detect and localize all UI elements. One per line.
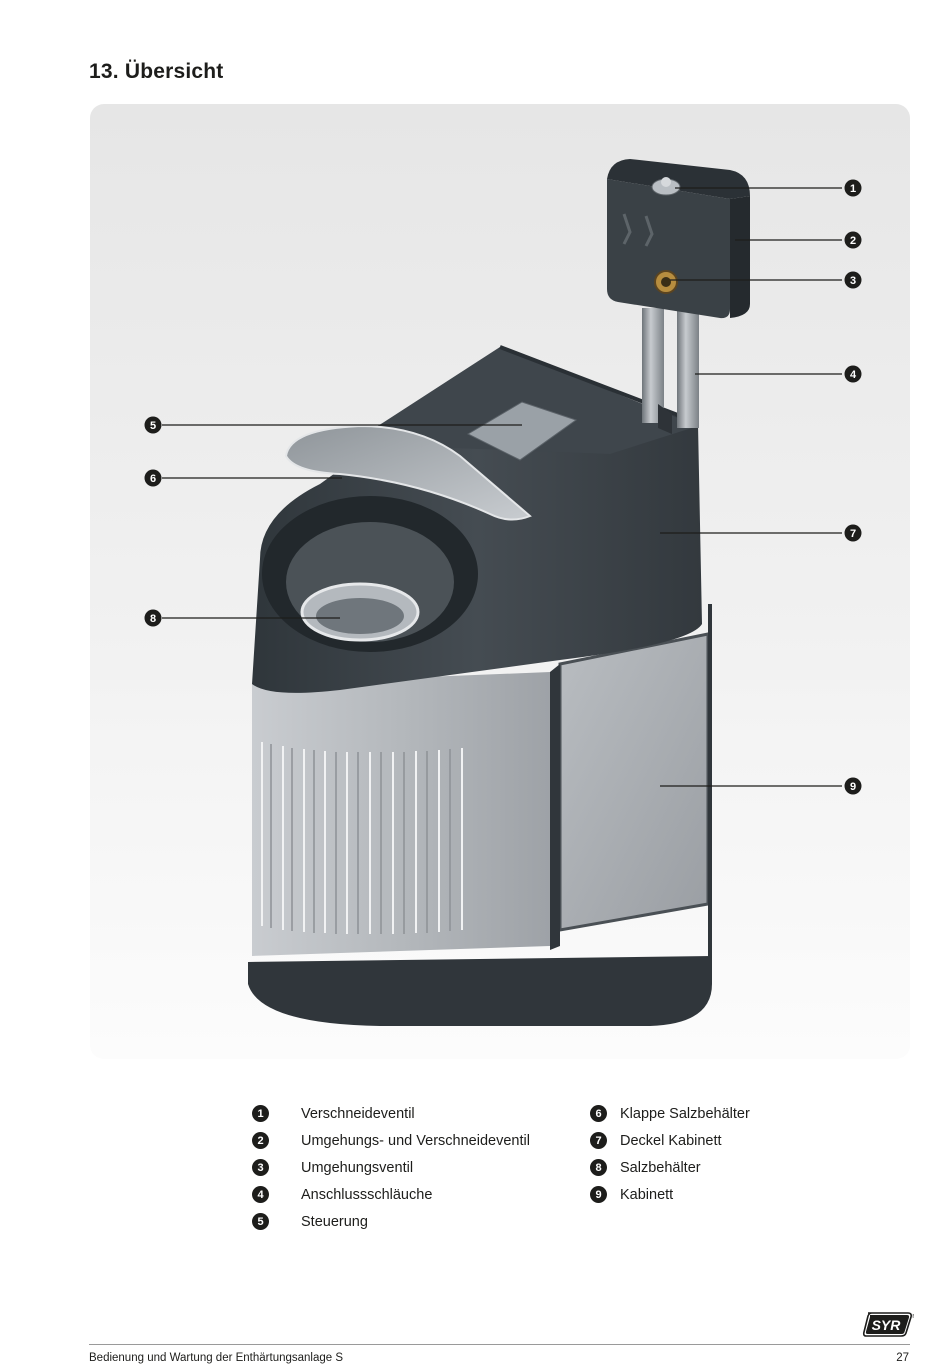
valve-box-side bbox=[730, 196, 750, 318]
control-panel bbox=[466, 401, 578, 461]
svg-text:5: 5 bbox=[150, 420, 156, 432]
legend-number-badge: 7 bbox=[590, 1132, 607, 1149]
callout-badge-9: 9 bbox=[844, 777, 862, 795]
valve-box-top bbox=[607, 159, 750, 199]
svg-text:8: 8 bbox=[150, 613, 156, 625]
legend-label: Deckel Kabinett bbox=[620, 1132, 722, 1149]
connection-hose-right bbox=[677, 308, 699, 428]
legend-number-badge: 9 bbox=[590, 1186, 607, 1203]
legend-number-badge: 1 bbox=[252, 1105, 269, 1122]
callout-badge-2: 2 bbox=[844, 231, 862, 249]
svg-text:7: 7 bbox=[850, 528, 856, 540]
legend-label: Verschneideventil bbox=[301, 1105, 415, 1122]
legend-item-7: 7 Deckel Kabinett bbox=[590, 1127, 750, 1154]
legend-number-badge: 2 bbox=[252, 1132, 269, 1149]
cabinet-side-panel bbox=[558, 632, 710, 932]
cabinet-front-ribbed bbox=[252, 672, 550, 956]
legend-label: Salzbehälter bbox=[620, 1159, 701, 1176]
legend-item-1: 1 Verschneideventil bbox=[252, 1100, 530, 1127]
product-illustration: 1 2 3 4 5 6 7 8 9 bbox=[90, 104, 910, 1059]
legend-label: Kabinett bbox=[620, 1186, 674, 1203]
cabinet-top bbox=[350, 347, 698, 454]
legend-label: Anschlussschläuche bbox=[301, 1186, 433, 1203]
legend-number-badge: 8 bbox=[590, 1159, 607, 1176]
legend-item-9: 9 Kabinett bbox=[590, 1181, 750, 1208]
connection-hose-left bbox=[642, 308, 664, 423]
legend-number-badge: 5 bbox=[252, 1213, 269, 1230]
svg-text:2: 2 bbox=[850, 235, 856, 247]
page-number: 27 bbox=[896, 1352, 909, 1364]
svg-text:4: 4 bbox=[850, 369, 857, 381]
callout-badge-8: 8 bbox=[144, 609, 162, 627]
salt-container-lid bbox=[284, 424, 532, 521]
cabinet-rib-shadows bbox=[270, 744, 451, 934]
legend-item-2: 2 Umgehungs- und Verschneideventil bbox=[252, 1127, 530, 1154]
legend-label: Umgehungs- und Verschneideventil bbox=[301, 1132, 530, 1149]
legend-left-column: 1 Verschneideventil 2 Umgehungs- und Ver… bbox=[252, 1100, 530, 1235]
callout-badge-4: 4 bbox=[844, 365, 862, 383]
legend-label: Steuerung bbox=[301, 1213, 368, 1230]
legend-number-badge: 6 bbox=[590, 1105, 607, 1122]
legend-item-4: 4 Anschlussschläuche bbox=[252, 1181, 530, 1208]
legend-number-badge: 4 bbox=[252, 1186, 269, 1203]
syr-logo: SYR ® bbox=[862, 1310, 916, 1343]
footer-divider bbox=[89, 1344, 910, 1345]
valve-box-front bbox=[607, 179, 730, 319]
cabinet-base bbox=[248, 956, 712, 1026]
legend-label: Klappe Salzbehälter bbox=[620, 1105, 750, 1122]
callout-leaders bbox=[162, 187, 842, 787]
callout-badge-7: 7 bbox=[844, 524, 862, 542]
callout-badge-1: 1 bbox=[844, 179, 862, 197]
callout-badge-3: 3 bbox=[844, 271, 862, 289]
legend-item-5: 5 Steuerung bbox=[252, 1208, 530, 1235]
callout-badge-6: 6 bbox=[144, 469, 162, 487]
callout-badge-5: 5 bbox=[144, 416, 162, 434]
page-title: 13. Übersicht bbox=[89, 60, 224, 83]
cabinet-ribs bbox=[261, 742, 463, 934]
svg-text:®: ® bbox=[912, 1313, 914, 1320]
svg-text:6: 6 bbox=[150, 473, 156, 485]
svg-text:1: 1 bbox=[850, 183, 856, 195]
legend-item-3: 3 Umgehungsventil bbox=[252, 1154, 530, 1181]
legend-number-badge: 3 bbox=[252, 1159, 269, 1176]
footer-document-title: Bedienung und Wartung der Enthärtungsanl… bbox=[89, 1352, 344, 1364]
svg-text:SYR: SYR bbox=[872, 1317, 902, 1333]
svg-text:3: 3 bbox=[850, 275, 856, 287]
legend-item-6: 6 Klappe Salzbehälter bbox=[590, 1100, 750, 1127]
legend-label: Umgehungsventil bbox=[301, 1159, 414, 1176]
legend-item-8: 8 Salzbehälter bbox=[590, 1154, 750, 1181]
water-softener-drawing: 1 2 3 4 5 6 7 8 9 bbox=[144, 159, 862, 1026]
svg-text:9: 9 bbox=[850, 781, 856, 793]
legend-right-column: 6 Klappe Salzbehälter 7 Deckel Kabinett … bbox=[590, 1100, 750, 1208]
